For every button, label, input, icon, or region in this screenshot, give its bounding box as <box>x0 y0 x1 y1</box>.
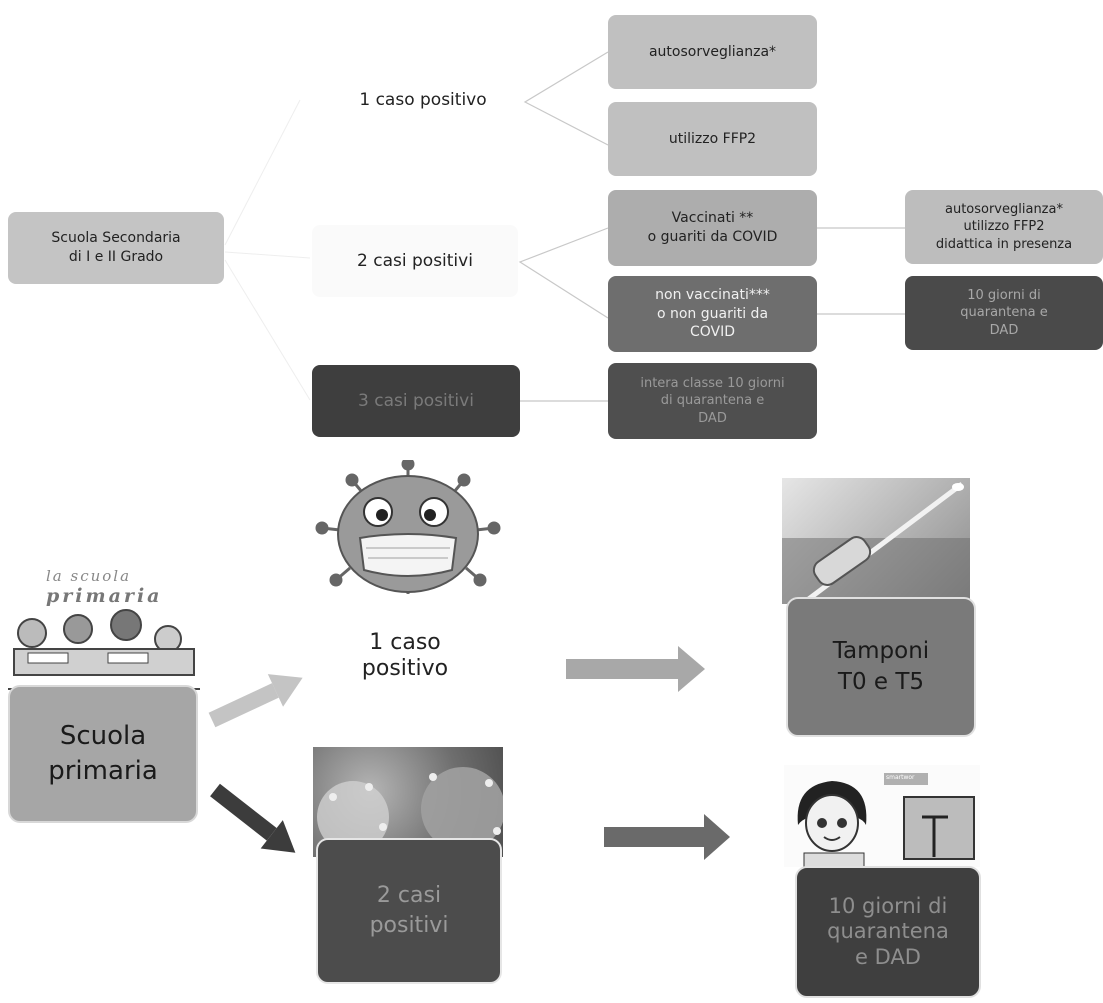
case1-outcome-ffp2: utilizzo FFP2 <box>608 102 817 176</box>
primary-case2-label: 2 casi positivi <box>369 883 449 938</box>
case3-result: intera classe 10 giorni di quarantena e … <box>608 363 817 439</box>
logo-text-line1: la scuola <box>46 567 132 585</box>
case3-branch-label: 3 casi positivi <box>358 390 474 411</box>
case2-unvaccinated-node: non vaccinati*** o non guariti da COVID <box>608 276 817 352</box>
case1-outcome-autosorveglianza: autosorveglianza* <box>608 15 817 89</box>
case2-branch-label: 2 casi positivi <box>357 250 473 271</box>
primary-case2-result: 10 giorni di quarantena e DAD <box>795 866 981 998</box>
primary-case1-result: Tamponi T0 e T5 <box>786 597 976 737</box>
swab-test-photo <box>782 478 970 604</box>
secondary-root-node: Scuola Secondaria di I e II Grado <box>8 212 224 284</box>
primary-root-label: Scuola primaria <box>48 720 158 786</box>
case2-branch-node: 2 casi positivi <box>312 225 518 297</box>
case2-vaccinated-node: Vaccinati ** o guariti da COVID <box>608 190 817 266</box>
arrow-down-right <box>210 783 296 853</box>
arrow-case1-result <box>566 646 705 692</box>
arrow-up-right <box>208 674 303 728</box>
case3-branch-node: 3 casi positivi <box>312 365 520 437</box>
remote-learning-illustration: smartwor <box>784 765 980 867</box>
primary-case2-node: 2 casi positivi <box>316 838 502 984</box>
virus-mascot-image <box>310 460 506 595</box>
primary-root-node: Scuola primaria <box>8 685 198 823</box>
primary-case1-label: 1 caso positivo <box>361 630 449 682</box>
screen-label: smartwor <box>886 774 915 781</box>
logo-text-line2: primaria <box>46 585 163 607</box>
case2-vaccinated-result: autosorveglianza* utilizzo FFP2 didattic… <box>905 190 1103 264</box>
case2-unvaccinated-result: 10 giorni di quarantena e DAD <box>905 276 1103 350</box>
secondary-root-label: Scuola Secondaria di I e II Grado <box>51 230 181 265</box>
case1-branch-label: 1 caso positivo <box>359 90 487 110</box>
arrow-case2-result <box>604 814 730 860</box>
